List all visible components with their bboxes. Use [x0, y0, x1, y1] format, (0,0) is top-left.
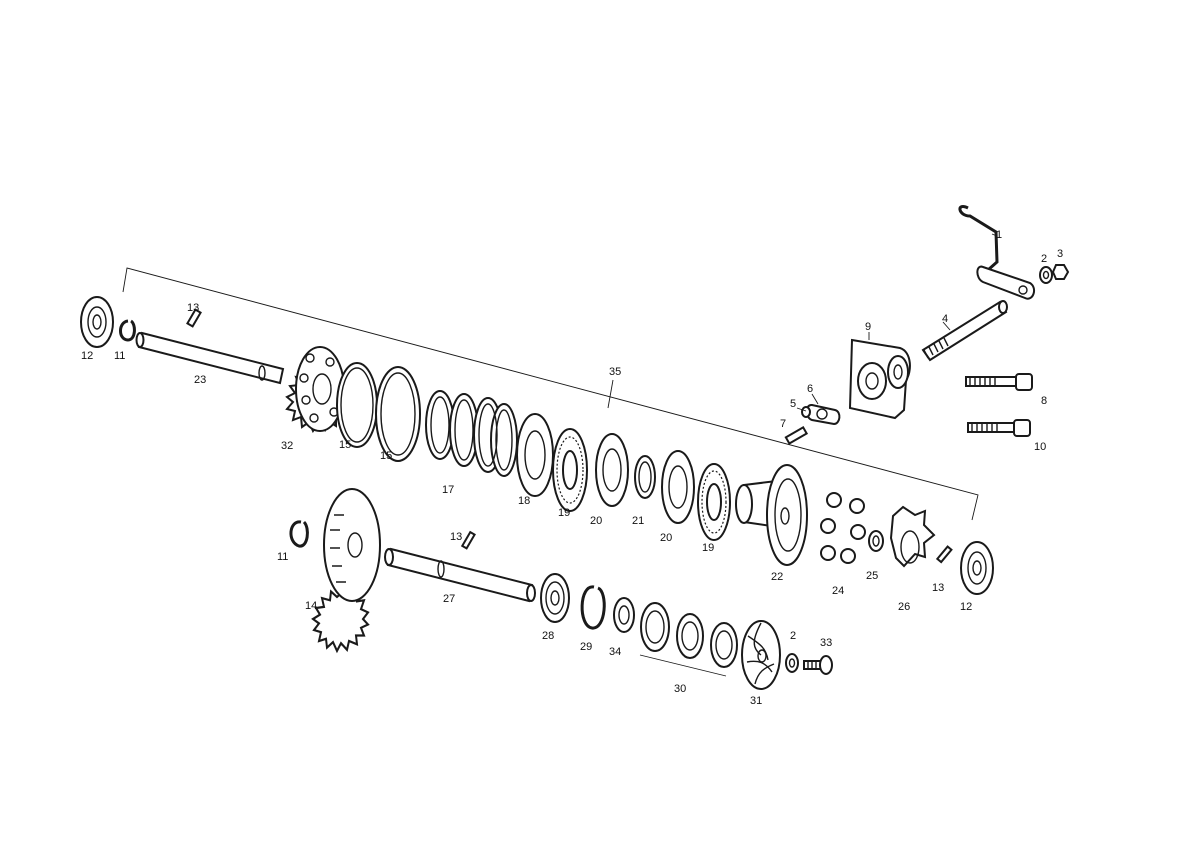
label-26: 26 — [898, 601, 910, 613]
part-22-hub — [735, 464, 808, 566]
label-20-a: 20 — [590, 515, 602, 527]
label-13-right: 13 — [932, 582, 944, 594]
part-4-shaft — [921, 300, 1008, 362]
label-10: 10 — [1034, 441, 1046, 453]
label-6: 6 — [807, 383, 813, 395]
part-7-pin — [784, 426, 809, 445]
label-2-bottom: 2 — [790, 630, 796, 642]
part-1-lever — [958, 205, 1036, 300]
part-24-balls — [820, 492, 866, 564]
label-20-b: 20 — [660, 532, 672, 544]
label-13-lower: 13 — [450, 531, 462, 543]
label-28: 28 — [542, 630, 554, 642]
label-11-upper: 11 — [114, 350, 125, 362]
part-18-washer — [516, 413, 554, 497]
part-34-washer — [613, 597, 635, 633]
label-18: 18 — [518, 495, 530, 507]
part-13-pin-right — [935, 545, 953, 564]
label-14: 14 — [305, 600, 317, 612]
label-12-left: 12 — [81, 350, 93, 362]
part-15-ring-a — [336, 362, 378, 448]
label-33: 33 — [820, 637, 832, 649]
label-27: 27 — [443, 593, 455, 605]
part-13-pin-lower — [460, 530, 476, 550]
label-21: 21 — [632, 515, 644, 527]
label-13-upper: 13 — [187, 302, 199, 314]
part-14-gear — [311, 488, 381, 654]
part-26-ramp-plate — [889, 505, 936, 568]
callout-labels: 1 2 3 4 5 6 7 8 9 10 11 11 12 12 13 13 1… — [81, 229, 1063, 707]
label-1: 1 — [996, 229, 1002, 241]
label-15-a: 15 — [339, 439, 351, 451]
part-2-washer-top — [1039, 266, 1053, 284]
part-25-ring — [868, 530, 884, 552]
label-22: 22 — [771, 571, 783, 583]
part-15-ring-b — [375, 366, 421, 462]
label-2-top: 2 — [1041, 253, 1047, 265]
part-33-bolt — [803, 655, 833, 675]
label-5: 5 — [790, 398, 796, 410]
part-20-washer-b — [661, 450, 695, 524]
label-30: 30 — [674, 683, 686, 695]
part-30-bearings — [639, 602, 738, 677]
label-8: 8 — [1041, 395, 1047, 407]
label-7: 7 — [780, 418, 786, 430]
label-31: 31 — [750, 695, 762, 707]
part-21-ring — [634, 455, 656, 499]
part-29-circlip — [580, 585, 606, 630]
part-12-left-seal — [80, 296, 114, 348]
label-15-b: 15 — [380, 450, 392, 462]
part-31-impeller — [741, 620, 781, 690]
assembly-bracket-35 — [122, 267, 979, 521]
label-12-right: 12 — [960, 601, 972, 613]
part-9-housing — [848, 338, 911, 420]
part-11-circlip-upper — [119, 319, 136, 342]
label-17: 17 — [442, 484, 454, 496]
part-19-thrust-bearing-b — [697, 463, 731, 541]
part-10-bolt — [967, 419, 1031, 437]
part-2-washer-bottom — [785, 653, 799, 673]
label-3: 3 — [1057, 248, 1063, 260]
part-28-bearing — [540, 573, 570, 623]
label-11-lower: 11 — [277, 551, 288, 563]
leader-lines — [796, 233, 998, 412]
part-27-shaft — [384, 547, 536, 603]
part-3-nut — [1051, 264, 1070, 280]
label-19-b: 19 — [702, 542, 714, 554]
label-4: 4 — [942, 313, 948, 325]
label-32: 32 — [281, 440, 293, 452]
label-19-a: 19 — [558, 507, 570, 519]
part-11-circlip-lower — [289, 520, 309, 548]
part-5-6-cam — [801, 404, 841, 426]
part-13-pin-upper — [186, 308, 202, 328]
label-25: 25 — [866, 570, 878, 582]
label-9: 9 — [865, 321, 871, 333]
label-34: 34 — [609, 646, 621, 658]
part-23-kickstart-shaft — [135, 331, 285, 385]
part-17-spring — [425, 390, 518, 477]
label-35: 35 — [609, 366, 621, 378]
part-20-washer-a — [595, 433, 629, 507]
part-19-thrust-bearing-a — [552, 428, 588, 512]
label-23: 23 — [194, 374, 206, 386]
part-12-right-seal — [960, 541, 994, 595]
label-24: 24 — [832, 585, 844, 597]
part-8-bolt — [965, 373, 1033, 391]
label-29: 29 — [580, 641, 592, 653]
